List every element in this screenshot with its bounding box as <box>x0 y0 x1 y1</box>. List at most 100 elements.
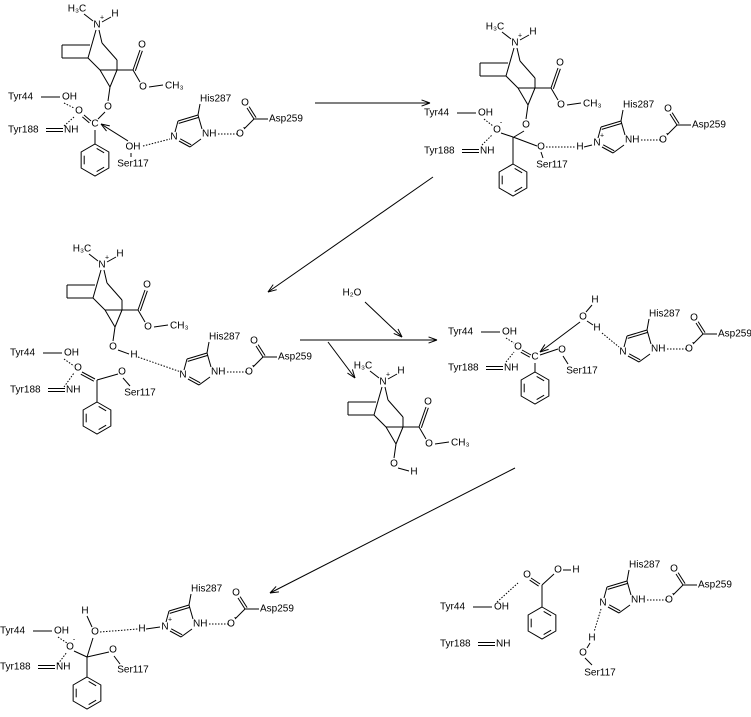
bond <box>122 377 131 387</box>
atom-label-nh: NH <box>496 639 510 650</box>
atom-label-ch3: CH₃ <box>165 81 184 92</box>
double-bond <box>606 580 628 588</box>
double-bond <box>137 289 146 311</box>
atom-label-nh: NH <box>625 135 639 146</box>
atom-label-o: O <box>91 627 99 638</box>
atom-label-o: O <box>690 313 698 324</box>
atom-label-n: N <box>619 347 626 358</box>
ring-outline <box>527 606 557 640</box>
atom-label-n: N <box>98 260 105 271</box>
bond <box>512 136 538 147</box>
residue-label-tyr44: Tyr44 <box>8 92 33 103</box>
double-bond <box>139 290 148 311</box>
bond <box>86 651 110 658</box>
atom-label-o: O <box>144 322 152 333</box>
arrow-head <box>269 586 277 594</box>
atom-label-o: O <box>227 619 235 630</box>
bond <box>188 593 192 606</box>
bond <box>646 329 652 345</box>
residue-label-tyr188: Tyr188 <box>0 662 31 673</box>
benzene-ring <box>82 401 112 435</box>
bond <box>692 333 704 345</box>
hydrogen-bond <box>63 358 75 367</box>
bond <box>148 84 164 88</box>
bond <box>638 353 651 363</box>
atom-label-h: H <box>593 323 600 334</box>
aromatic-bond <box>98 424 107 430</box>
bond <box>243 118 255 130</box>
bond <box>626 569 630 582</box>
double-bond <box>627 331 648 339</box>
arrow-head <box>267 284 274 293</box>
atom-label-n: N <box>170 132 177 143</box>
atom-label-minus: - <box>500 120 503 127</box>
double-bond <box>627 355 640 363</box>
atom-label-o: O <box>554 565 562 576</box>
atom-label-plus: + <box>105 255 109 262</box>
bond <box>206 352 212 368</box>
atom-label-o: O <box>250 336 258 347</box>
bond <box>197 103 201 116</box>
bond <box>612 144 625 154</box>
double-bond <box>81 371 96 380</box>
bond <box>418 426 427 440</box>
double-bond <box>132 49 141 71</box>
bond <box>101 42 118 61</box>
bond <box>106 282 123 301</box>
atom-label-h3c: H₃C <box>486 22 505 33</box>
bond <box>525 104 529 120</box>
residue-label-tyr188: Tyr188 <box>424 146 455 157</box>
double-bond <box>248 106 257 118</box>
atom-label-plus: + <box>100 15 104 22</box>
atom-label-nh: NH <box>651 344 665 355</box>
residue-label-his287: His287 <box>629 560 661 571</box>
atom-label-o: O <box>537 142 545 153</box>
atom-label-h: H <box>130 350 137 361</box>
residue-label-tyr44: Tyr44 <box>10 348 35 359</box>
atom-label-c: C <box>531 352 538 363</box>
bond <box>114 309 123 328</box>
reaction-arrow <box>327 341 356 379</box>
arrow-head <box>393 332 403 338</box>
atom-label-n: N <box>599 598 606 609</box>
double-bond <box>671 112 680 124</box>
residue-label-tyr188: Tyr188 <box>448 363 479 374</box>
atom-label-h3c: H₃C <box>354 361 373 372</box>
bond <box>585 304 593 313</box>
residue-label-tyr188: Tyr188 <box>10 385 41 396</box>
bond <box>527 87 536 106</box>
atom-label-nh: NH <box>480 146 494 157</box>
atom-label-minus: - <box>73 637 76 644</box>
bond <box>387 399 404 418</box>
bond <box>113 655 121 665</box>
bond <box>540 151 544 159</box>
double-bond <box>178 140 191 148</box>
arrow-head <box>267 289 277 293</box>
atom-label-oh: OH <box>494 602 509 613</box>
residue-label-asp259: Asp259 <box>278 352 312 363</box>
atom-label-oh: OH <box>62 92 77 103</box>
atom-label-o: O <box>424 397 432 408</box>
bond <box>505 75 519 89</box>
atom-label-h: H <box>529 27 536 38</box>
atom-label-o: O <box>109 645 117 656</box>
atom-label-nh: NH <box>504 363 518 374</box>
residue-label-his287: His287 <box>623 100 655 111</box>
arrow-head <box>347 372 356 379</box>
residue-label-ser117: Ser117 <box>584 668 616 679</box>
hydrogen-bond <box>496 582 519 603</box>
benzene-ring <box>80 143 110 177</box>
double-bond <box>607 582 628 590</box>
bond <box>397 467 410 472</box>
bond <box>99 69 111 88</box>
atom-label-h: H <box>397 366 404 377</box>
bond <box>584 657 593 666</box>
hydrogen-bond <box>63 116 75 127</box>
aromatic-bond <box>536 394 545 400</box>
bond <box>672 584 684 596</box>
benzene-ring <box>498 163 528 197</box>
atom-label-nh: NH <box>211 367 225 378</box>
bond <box>107 86 111 102</box>
bond <box>384 386 389 401</box>
bond <box>86 615 93 628</box>
